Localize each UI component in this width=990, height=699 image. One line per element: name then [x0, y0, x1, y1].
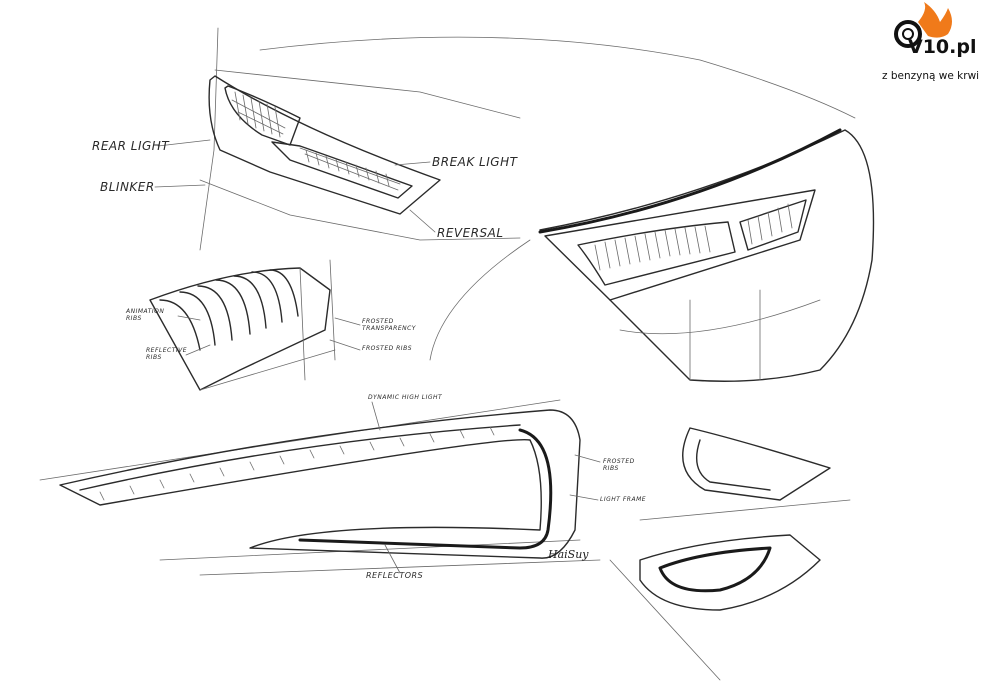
tire-flame-logo [894, 2, 952, 48]
label-brake-light: BREAK LIGHT [432, 155, 518, 169]
brand-name: V10.pl [908, 36, 977, 58]
rear-lamp-sketch-top-left [199, 27, 521, 251]
label-reversal: REVERSAL [437, 226, 504, 240]
artist-signature: HaiSuy [548, 548, 589, 561]
lamp-variant-sketches [609, 427, 851, 681]
label-rear-light: REAR LIGHT [92, 139, 170, 153]
label-reflectors: REFLECTORS [366, 571, 424, 580]
large-lamp-sketch [39, 399, 601, 576]
label-frosted-transparency: FROSTED TRANSPARENCY [362, 318, 416, 332]
label-blinker: BLINKER [100, 180, 155, 194]
brand-logo[interactable]: V10.pl z benzyną we krwi [872, 6, 984, 86]
annotation-leader-lines [154, 139, 601, 574]
label-light-frame: LIGHT FRAME [600, 496, 647, 503]
label-dynamic-light: DYNAMIC HIGH LIGHT [368, 394, 443, 401]
ribs-detail-sketch [149, 259, 336, 391]
car-rear-sketch [259, 36, 875, 382]
label-animation-ribs: ANIMATION RIBS [126, 308, 165, 322]
label-reflective-ribs: REFLECTIVE RIBS [146, 347, 188, 361]
label-frosted-ribs-small: FROSTED RIBS [362, 345, 412, 352]
label-frosted-ribs: FROSTED RIBS [603, 458, 635, 472]
brand-tagline: z benzyną we krwi [882, 70, 980, 82]
